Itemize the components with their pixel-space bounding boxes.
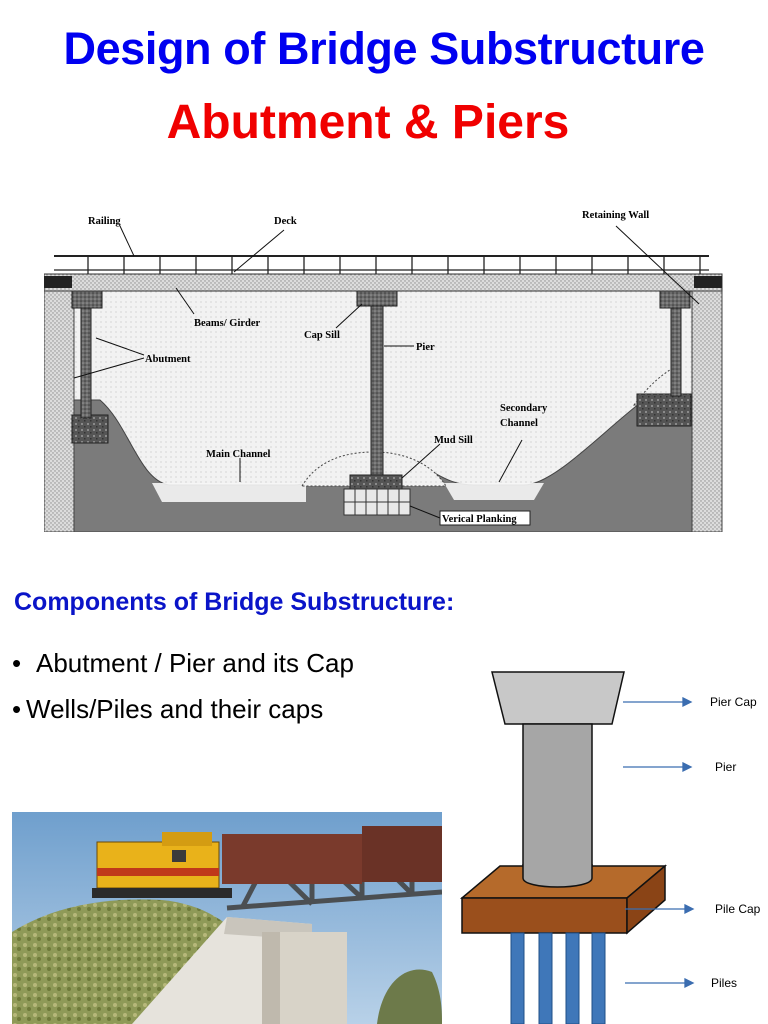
label-main-channel: Main Channel <box>206 449 271 460</box>
pier-cap <box>491 671 625 725</box>
bullet-icon: • <box>12 694 22 724</box>
list-item: •Wells/Piles and their caps <box>12 686 354 732</box>
components-list: • Abutment / Pier and its Cap •Wells/Pile… <box>12 640 354 732</box>
list-item: • Abutment / Pier and its Cap <box>12 640 354 686</box>
label-pier: Pier <box>715 760 736 774</box>
label-cap-sill: Cap Sill <box>304 330 340 341</box>
label-pier-cap: Pier Cap <box>710 695 757 709</box>
main-channel-water <box>152 483 306 502</box>
page-subtitle: Abutment & Piers <box>166 96 570 149</box>
list-item-text: Abutment / Pier and its Cap <box>36 648 354 678</box>
label-beams-girder: Beams/ Girder <box>194 318 261 329</box>
label-pile-cap: Pile Cap <box>715 902 761 916</box>
deck <box>44 273 723 292</box>
vertical-planking <box>343 488 411 516</box>
pier-pile-diagram: Pier Cap Pier Pile Cap Piles <box>459 671 761 1024</box>
label-secondary: Secondary <box>500 403 548 414</box>
label-vertical-planking: Verical Planking <box>442 514 517 525</box>
page-title: Design of Bridge Substructure <box>63 23 705 74</box>
list-item-text: Wells/Piles and their caps <box>26 694 324 724</box>
label-channel: Channel <box>500 418 538 429</box>
bridge-cross-section-diagram: Railing Deck Retaining Wall Beams/ Girde… <box>44 210 723 532</box>
label-retaining-wall: Retaining Wall <box>582 210 649 221</box>
piles <box>510 932 606 1024</box>
railing <box>54 255 709 274</box>
label-railing: Railing <box>88 216 121 227</box>
pier-column <box>522 723 593 888</box>
label-piles: Piles <box>711 976 737 990</box>
components-heading: Components of Bridge Substructure: <box>14 588 455 616</box>
label-deck: Deck <box>274 216 297 227</box>
bridge-train-photo <box>12 812 442 1024</box>
label-pier: Pier <box>416 342 435 353</box>
label-abutment: Abutment <box>145 354 191 365</box>
bullet-icon: • <box>12 648 22 678</box>
secondary-channel-water <box>444 483 544 500</box>
label-mud-sill: Mud Sill <box>434 435 473 446</box>
